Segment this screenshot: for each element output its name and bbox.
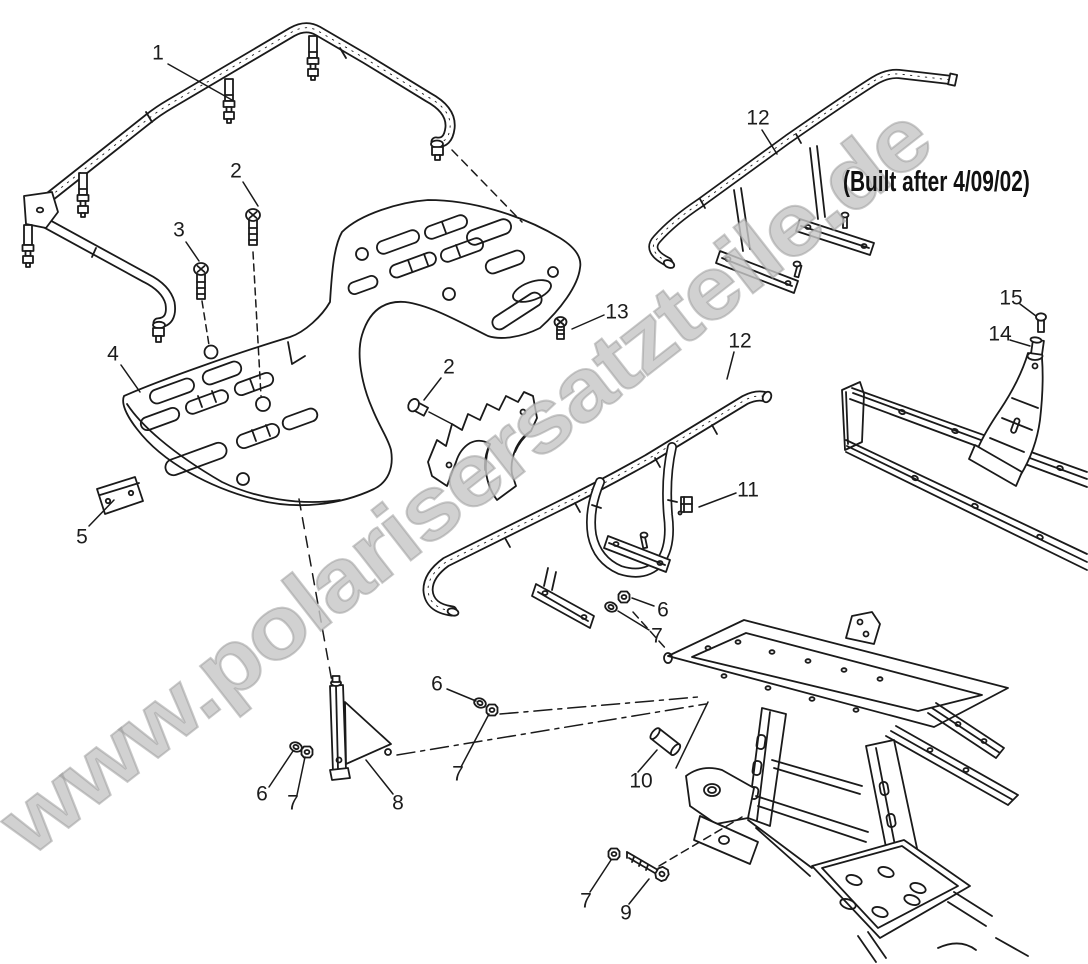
spacer bbox=[1029, 336, 1045, 356]
callout-label-6a: 6 bbox=[657, 598, 669, 622]
callout-label-12: 12 bbox=[746, 106, 770, 130]
bolt bbox=[553, 316, 568, 340]
callout-label-2b: 2 bbox=[443, 355, 455, 379]
callout-label-13: 13 bbox=[605, 300, 629, 324]
callout-label-10: 10 bbox=[629, 769, 653, 793]
callout-label-3: 3 bbox=[173, 218, 185, 242]
rear-bumper-upper bbox=[653, 74, 959, 294]
callout-label-8: 8 bbox=[392, 791, 404, 815]
callout-label-15: 15 bbox=[999, 286, 1023, 310]
callout-label-6b: 6 bbox=[431, 672, 443, 696]
hex-nut bbox=[300, 745, 314, 759]
callout-label-12b: 12 bbox=[728, 329, 752, 353]
bar-pin bbox=[792, 260, 803, 279]
callout-label-6c: 6 bbox=[256, 782, 268, 806]
screw bbox=[193, 262, 209, 300]
rack-plate-slots bbox=[347, 214, 559, 331]
screw bbox=[245, 208, 261, 246]
support-bracket bbox=[329, 675, 392, 781]
construction-lines bbox=[201, 149, 743, 867]
rack-plate-slots bbox=[139, 344, 319, 486]
mount-post bbox=[222, 78, 236, 124]
rear-bumper-lower bbox=[428, 390, 773, 629]
mount-post bbox=[306, 35, 320, 81]
rear-subframe-rails bbox=[841, 312, 1088, 571]
callout-label-1: 1 bbox=[152, 41, 164, 65]
washer bbox=[473, 697, 487, 709]
rubber-flap bbox=[427, 391, 538, 501]
mount-post bbox=[76, 172, 90, 218]
callout-label-7d: 7 bbox=[580, 889, 592, 913]
callout-label-11: 11 bbox=[737, 478, 759, 502]
callout-label-7a: 7 bbox=[651, 624, 663, 648]
bar-pin bbox=[840, 211, 850, 229]
bolt bbox=[1035, 312, 1047, 333]
callout-label-14: 14 bbox=[988, 322, 1012, 346]
frame-assembly bbox=[663, 611, 1029, 963]
hex-nut bbox=[617, 590, 631, 604]
spacer-tube bbox=[649, 727, 682, 756]
rack-plate bbox=[122, 199, 582, 507]
reflector-plate bbox=[96, 476, 144, 515]
callout-label-9: 9 bbox=[620, 901, 632, 925]
callout-label-5: 5 bbox=[76, 525, 88, 549]
callout-label-4: 4 bbox=[107, 342, 119, 366]
build-date-note: (Built after 4/09/02) bbox=[843, 166, 1030, 198]
rack-extension-tube bbox=[23, 28, 450, 343]
washer bbox=[604, 601, 618, 613]
long-bolt bbox=[626, 851, 670, 883]
mount-post bbox=[21, 224, 35, 268]
callout-label-2: 2 bbox=[230, 159, 242, 183]
callout-leader-lines bbox=[88, 63, 1037, 905]
retainer-clip bbox=[677, 496, 693, 516]
bolt bbox=[407, 398, 429, 417]
callout-label-7b: 7 bbox=[452, 762, 464, 786]
hex-nut bbox=[485, 703, 499, 717]
bar-pin bbox=[639, 531, 649, 550]
rack-mount-posts bbox=[21, 35, 320, 268]
hex-nut bbox=[607, 847, 621, 861]
callout-label-7c: 7 bbox=[287, 791, 299, 815]
